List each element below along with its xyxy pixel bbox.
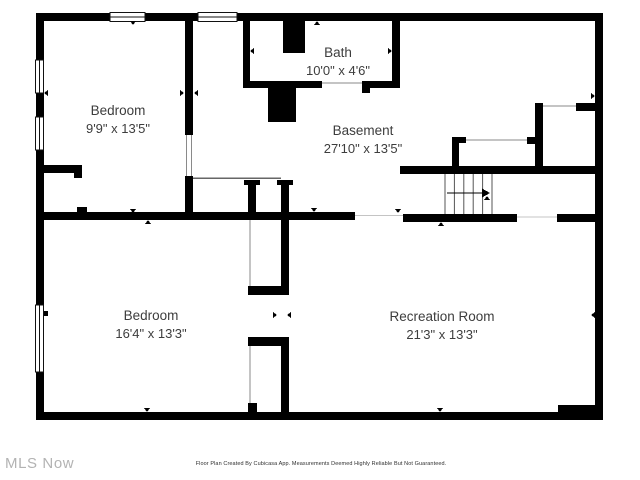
mls-now-watermark: MLS Now bbox=[5, 455, 75, 472]
windows bbox=[35, 12, 238, 373]
stairs-direction-arrow bbox=[447, 188, 490, 198]
room-dimensions: 27'10" x 13'5" bbox=[323, 141, 403, 156]
room-name: Bath bbox=[324, 45, 352, 60]
stairs-icon bbox=[444, 174, 493, 214]
room-name: Bedroom bbox=[123, 308, 179, 323]
room-dimensions: 10'0" x 4'6" bbox=[305, 63, 371, 78]
room-name: Bedroom bbox=[90, 103, 146, 118]
room-label-bedroom-lower: Bedroom 16'4" x 13'3" bbox=[115, 307, 186, 343]
room-label-recreation-room: Recreation Room 21'3" x 13'3" bbox=[389, 308, 494, 344]
door-opening-lines bbox=[186, 82, 576, 403]
interior-walls bbox=[36, 21, 603, 412]
room-dimensions: 21'3" x 13'3" bbox=[406, 327, 478, 342]
room-name: Basement bbox=[332, 123, 394, 138]
footer-disclaimer: Floor Plan Created By Cubicasa App. Meas… bbox=[195, 461, 447, 467]
room-label-bedroom-upper: Bedroom 9'9" x 13'5" bbox=[86, 102, 150, 138]
room-dimensions: 9'9" x 13'5" bbox=[85, 121, 151, 136]
door-tick-arrows bbox=[44, 21, 595, 412]
room-dimensions: 16'4" x 13'3" bbox=[115, 326, 187, 341]
wide-opening-lines bbox=[355, 215, 557, 218]
room-label-bath: Bath 10'0" x 4'6" bbox=[306, 44, 370, 80]
room-label-basement: Basement 27'10" x 13'5" bbox=[324, 122, 403, 158]
room-name: Recreation Room bbox=[389, 309, 495, 324]
